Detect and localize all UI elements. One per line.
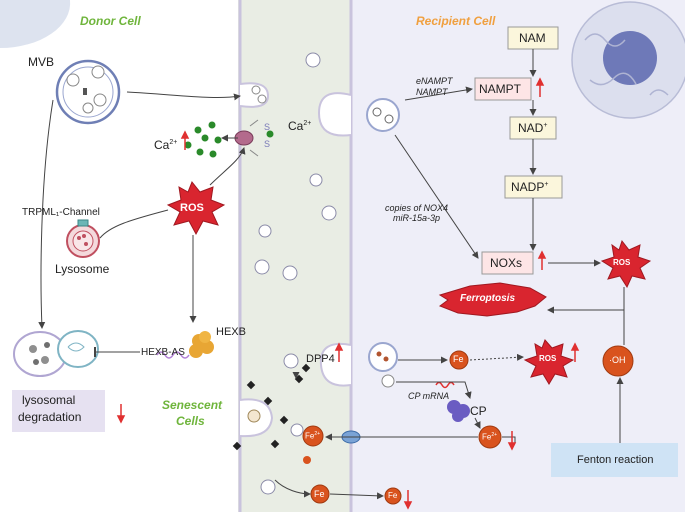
- dpp4-ligands: [232, 363, 311, 451]
- fe-node-bottom-right: [384, 487, 402, 505]
- arrow-vesicle-to-noxs: [394, 134, 479, 259]
- section-senescent-2: Cells: [176, 414, 205, 428]
- ferroptosis-burst: [438, 282, 547, 317]
- autolysosome: [13, 330, 99, 377]
- cp-protein: [447, 400, 470, 422]
- label-ros-donor: ROS: [180, 202, 204, 214]
- label-cp-mrna: CP mRNA: [408, 391, 450, 401]
- lysosome: [66, 219, 100, 258]
- arrow-to-cp-mrna: [396, 381, 472, 399]
- fe-particle: [303, 456, 311, 464]
- fe-node-recipient: [449, 350, 469, 370]
- label-oh: ·OH: [609, 355, 626, 365]
- fe2-node-middle: [302, 425, 324, 447]
- arrow-pocket-to-nampt: [404, 86, 473, 101]
- label-nampt-small: NAMPT: [416, 87, 448, 97]
- label-fe2-recipient: Fe2+: [482, 432, 498, 442]
- arrow-fe-to-ros: [469, 353, 524, 361]
- ros-burst: [166, 181, 226, 236]
- label-degradation-1: lysosomal: [22, 393, 76, 407]
- fe2-node-recipient: [478, 425, 502, 449]
- arrow-senescent-fe: [274, 479, 311, 498]
- hydroxyl-radical-node: [602, 345, 634, 377]
- label-dpp4: DPP4: [306, 353, 335, 365]
- label-ros-lower: ROS: [539, 354, 557, 363]
- label-fe-bottom: Fe: [314, 489, 325, 499]
- label-nad: NAD+: [518, 121, 548, 135]
- mvb-vesicle: [55, 59, 121, 125]
- nampt-box: [474, 77, 532, 101]
- label-fe-bottom-right: Fe: [388, 491, 398, 500]
- section-recipient-cell: Recipient Cell: [416, 14, 496, 28]
- arrow-fe2-to-fenton: [502, 436, 516, 443]
- label-trpml-channel: TRPML₁-Channel: [22, 207, 100, 218]
- label-nam: NAM: [519, 31, 546, 45]
- section-senescent-1: Senescent: [162, 398, 223, 412]
- label-ros-right: ROS: [613, 258, 631, 267]
- label-fe-recipient: Fe: [453, 354, 464, 364]
- label-cp: CP: [470, 404, 487, 418]
- fe-node-bottom: [310, 484, 330, 504]
- label-enampt: eNAMPT: [416, 76, 453, 86]
- label-lysosome: Lysosome: [55, 262, 110, 276]
- chromatin: [584, 33, 669, 96]
- arrow-ros-to-channel: [209, 147, 246, 186]
- label-noxs: NOXs: [490, 256, 523, 270]
- label-s1: S: [264, 122, 271, 132]
- calcium-ions: [184, 121, 274, 158]
- ros-burst-lower: [523, 339, 575, 385]
- label-mir: miR-15a-3p: [393, 213, 441, 223]
- arrow-mvb-to-exosome: [126, 91, 241, 101]
- exosomes: [254, 52, 337, 495]
- label-nadp: NADP+: [511, 180, 549, 194]
- label-degradation-2: degradation: [18, 410, 82, 424]
- recipient-uptake-pocket-top: [317, 92, 352, 137]
- label-hexb-as: HEXB-AS: [141, 347, 185, 358]
- arrow-fe-bottom: [329, 492, 384, 500]
- label-nampt: NAMPT: [479, 82, 521, 96]
- degradation-box: [12, 390, 105, 432]
- line-ros-to-lysosome: [99, 209, 169, 239]
- arrow-cp-to-fe2: [474, 417, 481, 429]
- label-ca-right: Ca2+: [288, 119, 312, 133]
- label-ca-left: Ca2+: [154, 138, 178, 152]
- arrow-mvb-to-degradation: [38, 99, 54, 329]
- section-donor-cell: Donor Cell: [80, 14, 141, 28]
- hexb-as-rna: [156, 351, 190, 359]
- noxs-box: [481, 251, 534, 275]
- recipient-uptake-pocket-bottom: [319, 343, 352, 387]
- label-fe2-middle: Fe2+: [305, 431, 321, 441]
- label-mvb: MVB: [28, 55, 55, 69]
- hexb-protein: [189, 331, 214, 358]
- label-copies-nox4: copies of NOX4: [385, 203, 449, 213]
- label-hexb: HEXB: [216, 326, 246, 338]
- fenton-box: [551, 443, 678, 477]
- label-fenton: Fenton reaction: [577, 454, 654, 466]
- ros-burst-right: [600, 239, 652, 289]
- label-s2: S: [264, 139, 271, 149]
- recipient-nucleolus: [603, 31, 657, 85]
- donor-nucleus: [0, 0, 71, 49]
- label-ferroptosis: Ferroptosis: [460, 293, 516, 304]
